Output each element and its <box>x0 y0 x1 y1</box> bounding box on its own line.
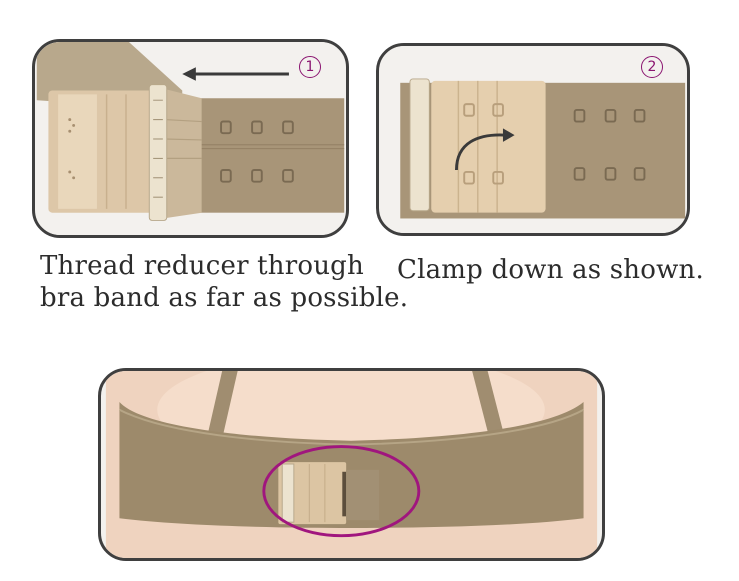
step-2-caption: Clamp down as shown. <box>397 254 704 286</box>
step-1-caption-line-1: Thread reducer through <box>40 251 364 281</box>
result-panel <box>98 368 605 561</box>
result-illustration <box>105 371 598 558</box>
step-1-panel <box>32 39 349 238</box>
step-1-caption-line-2: bra band as far as possible. <box>40 283 409 313</box>
left-arrow-icon <box>182 67 289 81</box>
step-2-illustration <box>380 46 686 233</box>
step-2-panel <box>376 43 690 236</box>
step-2-number-badge: 2 <box>641 56 663 78</box>
step-1-number-badge: 1 <box>299 56 321 78</box>
step-1-caption: Thread reducer through bra band as far a… <box>40 250 408 314</box>
highlight-ellipse-icon <box>262 445 421 538</box>
curved-arrow-icon <box>455 128 515 171</box>
step-2-caption-line-1: Clamp down as shown. <box>397 255 704 285</box>
